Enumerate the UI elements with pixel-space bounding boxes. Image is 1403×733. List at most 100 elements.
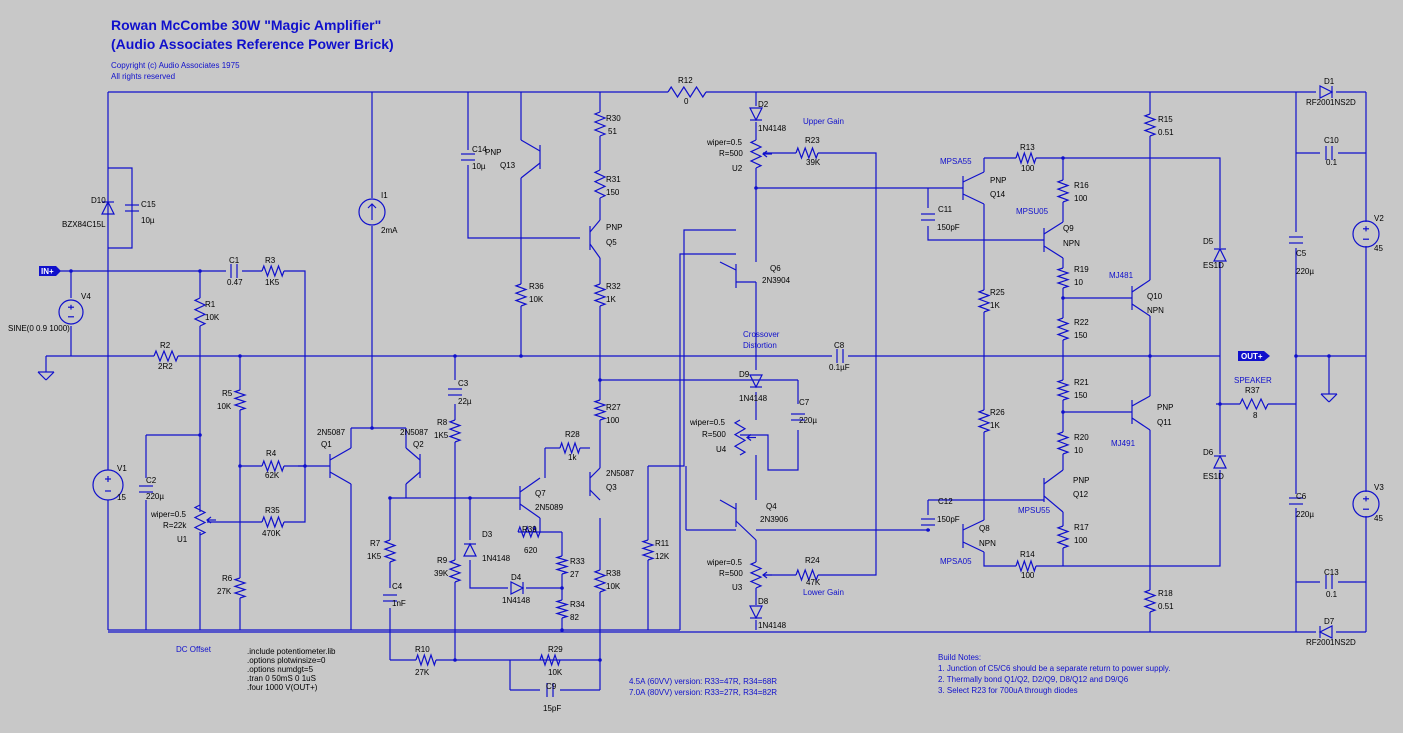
transistor-q13 — [520, 139, 541, 179]
junction-dot — [560, 586, 564, 590]
junction-dot — [238, 464, 242, 468]
r12-name: R12 — [678, 76, 693, 85]
transistor-q11 — [1131, 395, 1151, 431]
r9-name: R9 — [437, 556, 448, 565]
resistor-symbol — [1015, 559, 1037, 573]
d9-value: 1N4148 — [739, 394, 768, 403]
resistor-symbol — [261, 459, 285, 473]
components — [58, 85, 1380, 697]
junction-dot — [1218, 402, 1222, 406]
q12-name: Q12 — [1073, 490, 1089, 499]
r28-value: 1k — [568, 453, 577, 462]
r10-value: 27K — [415, 668, 430, 677]
r7-name: R7 — [370, 539, 381, 548]
resistor-symbol — [1239, 397, 1269, 411]
wire — [927, 226, 1044, 241]
resistor-symbol — [559, 441, 581, 455]
resistor-symbol — [233, 389, 247, 411]
wire — [284, 466, 306, 523]
r23-value: 39K — [806, 158, 821, 167]
diode-symbol — [1319, 85, 1334, 99]
resistor-symbol — [1143, 589, 1157, 613]
wire — [284, 270, 306, 467]
voltage-source-v4 — [58, 299, 84, 325]
voltage-source-v2 — [1352, 220, 1380, 248]
resistor-symbol — [593, 169, 607, 199]
r3-name: R3 — [265, 256, 276, 265]
r31-value: 150 — [606, 188, 620, 197]
resistor-symbol — [593, 569, 607, 593]
d8-name: D8 — [758, 597, 769, 606]
r13-name: R13 — [1020, 143, 1035, 152]
c5-name: C5 — [1296, 249, 1307, 258]
c3-name: C3 — [458, 379, 469, 388]
r10-name: R10 — [415, 645, 430, 654]
resistor-symbol — [795, 568, 819, 582]
resistor-symbol — [1056, 317, 1070, 341]
r7-value: 1K5 — [367, 552, 382, 561]
r33-name: R33 — [570, 557, 585, 566]
c13-name: C13 — [1324, 568, 1339, 577]
r23-name: R23 — [805, 136, 820, 145]
c14-name: C14 — [472, 145, 487, 154]
q14-name: Q14 — [990, 190, 1006, 199]
title-line-1: Rowan McCombe 30W "Magic Amplifier" — [111, 17, 381, 33]
q3-name: Q3 — [606, 483, 617, 492]
junction-dot — [453, 354, 457, 358]
c10-name: C10 — [1324, 136, 1339, 145]
resistor-symbol — [641, 539, 655, 561]
rights-text: All rights reserved — [111, 72, 175, 81]
c9-name: C9 — [546, 682, 557, 691]
r24-value: 47K — [806, 578, 821, 587]
u2-r: R=500 — [719, 149, 743, 158]
q13-name: Q13 — [500, 161, 516, 170]
q4-model: 2N3906 — [760, 515, 789, 524]
i1-value: 2mA — [381, 226, 398, 235]
r17-name: R17 — [1074, 523, 1089, 532]
c10-value: 0.1 — [1326, 158, 1338, 167]
upper-gain-label: Upper Gain — [803, 117, 844, 126]
transistor-q12 — [1043, 469, 1064, 513]
r3-value: 1K5 — [265, 278, 280, 287]
d6-name: D6 — [1203, 448, 1214, 457]
diode-symbol — [510, 581, 525, 595]
r21-name: R21 — [1074, 378, 1089, 387]
r16-value: 100 — [1074, 194, 1088, 203]
c1-value: 0.47 — [227, 278, 243, 287]
r8-value: 1K5 — [434, 431, 449, 440]
r5-value: 10K — [217, 402, 232, 411]
r36-value: 10K — [529, 295, 544, 304]
capacitor-symbol — [791, 413, 805, 421]
junction-dot — [1061, 296, 1065, 300]
v2-name: V2 — [1374, 214, 1384, 223]
input-port: IN+ — [39, 266, 61, 276]
junction-dot — [198, 269, 202, 273]
v4-value: SINE(0 0.9 1000) — [8, 324, 70, 333]
q1-name: Q1 — [321, 440, 332, 449]
resistor-symbol — [795, 146, 819, 160]
q5-name: Q5 — [606, 238, 617, 247]
r22-value: 150 — [1074, 331, 1088, 340]
capacitor-symbol — [230, 264, 238, 278]
resistor-symbol — [977, 289, 991, 313]
resistor-symbol — [261, 264, 285, 278]
junction-dot — [598, 378, 602, 382]
d4-name: D4 — [511, 573, 522, 582]
resistor-symbol — [977, 409, 991, 433]
r37-name: R37 — [1245, 386, 1260, 395]
build-note: 3. Select R23 for 700uA through diodes — [938, 686, 1078, 695]
wire — [679, 253, 736, 630]
u3-name: U3 — [732, 583, 743, 592]
output-port-label: OUT+ — [1241, 352, 1263, 361]
resistor-symbol — [1056, 267, 1070, 289]
d3-name: D3 — [482, 530, 493, 539]
q10-part: MJ481 — [1109, 271, 1134, 280]
q11-part: MJ491 — [1111, 439, 1136, 448]
q5-model: PNP — [606, 223, 622, 232]
version-line: 4.5A (60VV) version: R33=47R, R34=68R — [629, 677, 777, 686]
r32-name: R32 — [606, 282, 621, 291]
capacitor-symbol — [836, 349, 844, 363]
c8-value: 0.1µF — [829, 363, 850, 372]
capacitor-symbol — [1289, 236, 1303, 244]
d4-value: 1N4148 — [502, 596, 531, 605]
